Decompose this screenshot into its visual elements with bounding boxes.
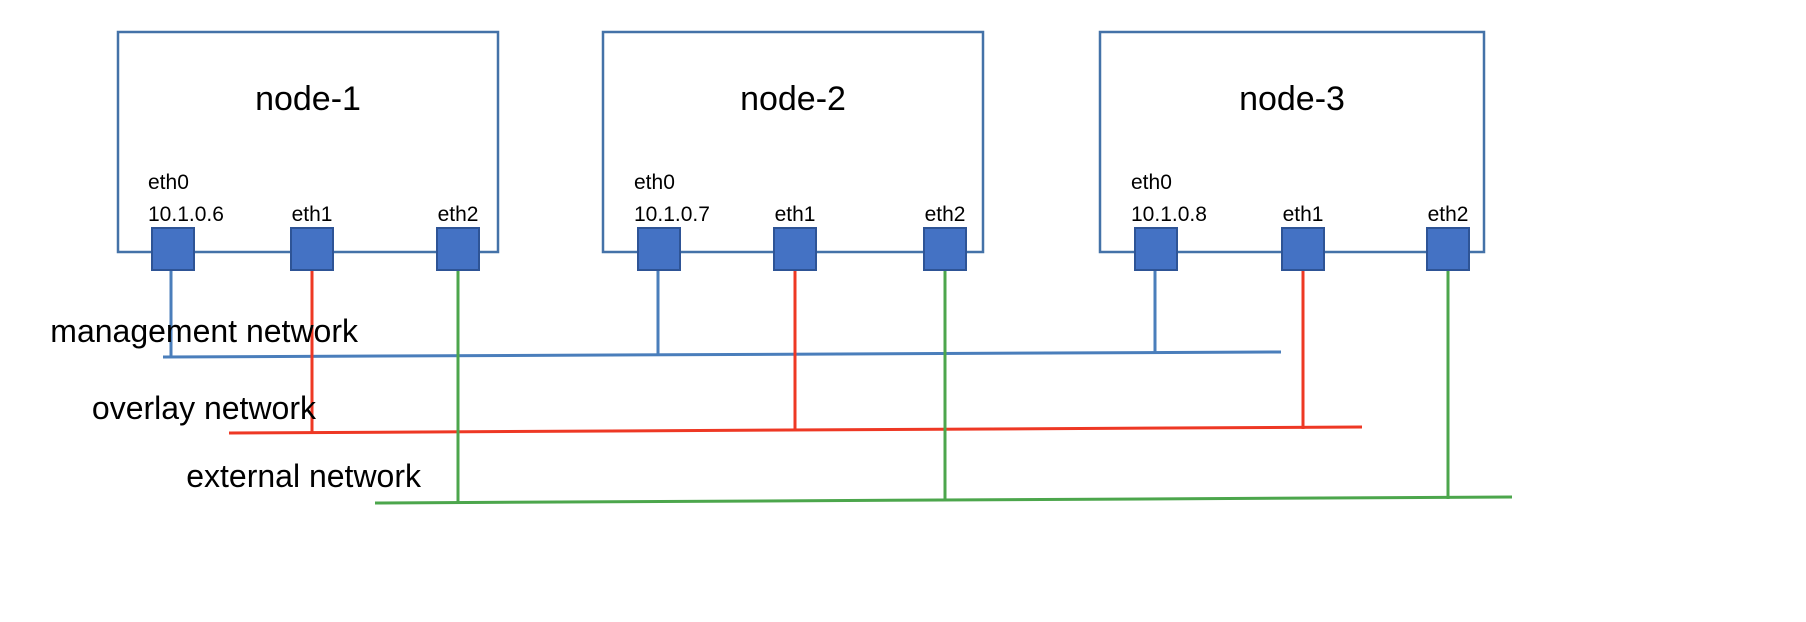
interface-drop-lines: [169, 270, 1450, 503]
node-2-eth1-port[interactable]: [773, 227, 817, 271]
node-3-group[interactable]: node-3 eth0 10.1.0.8 eth1 eth2: [1098, 30, 1486, 271]
node-2-eth0-label: eth0: [634, 171, 675, 194]
node-1-eth1-label: eth1: [292, 203, 333, 226]
node-3-title: node-3: [1239, 80, 1345, 118]
node-1-eth2-port[interactable]: [436, 227, 480, 271]
external-network-label: external network: [186, 458, 422, 494]
node-1-eth0-port[interactable]: [151, 227, 195, 271]
node-2-eth1-label: eth1: [775, 203, 816, 226]
node-2-eth2-port[interactable]: [923, 227, 967, 271]
network-labels: management network overlay network exter…: [50, 313, 422, 494]
node-3-box[interactable]: [1098, 30, 1486, 254]
management-network-label: management network: [50, 313, 359, 349]
node-1-box[interactable]: [116, 30, 500, 254]
node-2-eth0-ip: 10.1.0.7: [634, 203, 710, 226]
node-3-eth0-ip: 10.1.0.8: [1131, 203, 1207, 226]
node-2-eth2-label: eth2: [925, 203, 966, 226]
node-1-eth0-ip: 10.1.0.6: [148, 203, 224, 226]
overlay-network-label: overlay network: [92, 390, 317, 426]
node-1-title: node-1: [255, 80, 361, 118]
node-3-eth0-label: eth0: [1131, 171, 1172, 194]
node-1-eth1-port[interactable]: [290, 227, 334, 271]
node-2-eth0-port[interactable]: [637, 227, 681, 271]
node-3-eth2-label: eth2: [1428, 203, 1469, 226]
node-2-group[interactable]: node-2 eth0 10.1.0.7 eth1 eth2: [601, 30, 985, 271]
node-3-eth0-port[interactable]: [1134, 227, 1178, 271]
node-3-eth2-port[interactable]: [1426, 227, 1470, 271]
node-1-group[interactable]: node-1 eth0 10.1.0.6 eth1 eth2: [116, 30, 500, 271]
node-1-eth2-label: eth2: [438, 203, 479, 226]
node-2-box[interactable]: [601, 30, 985, 254]
management-network-bus: [162, 350, 1282, 359]
node-3-eth1-port[interactable]: [1281, 227, 1325, 271]
node-2-title: node-2: [740, 80, 846, 118]
node-3-eth1-label: eth1: [1283, 203, 1324, 226]
node-1-eth0-label: eth0: [148, 171, 189, 194]
